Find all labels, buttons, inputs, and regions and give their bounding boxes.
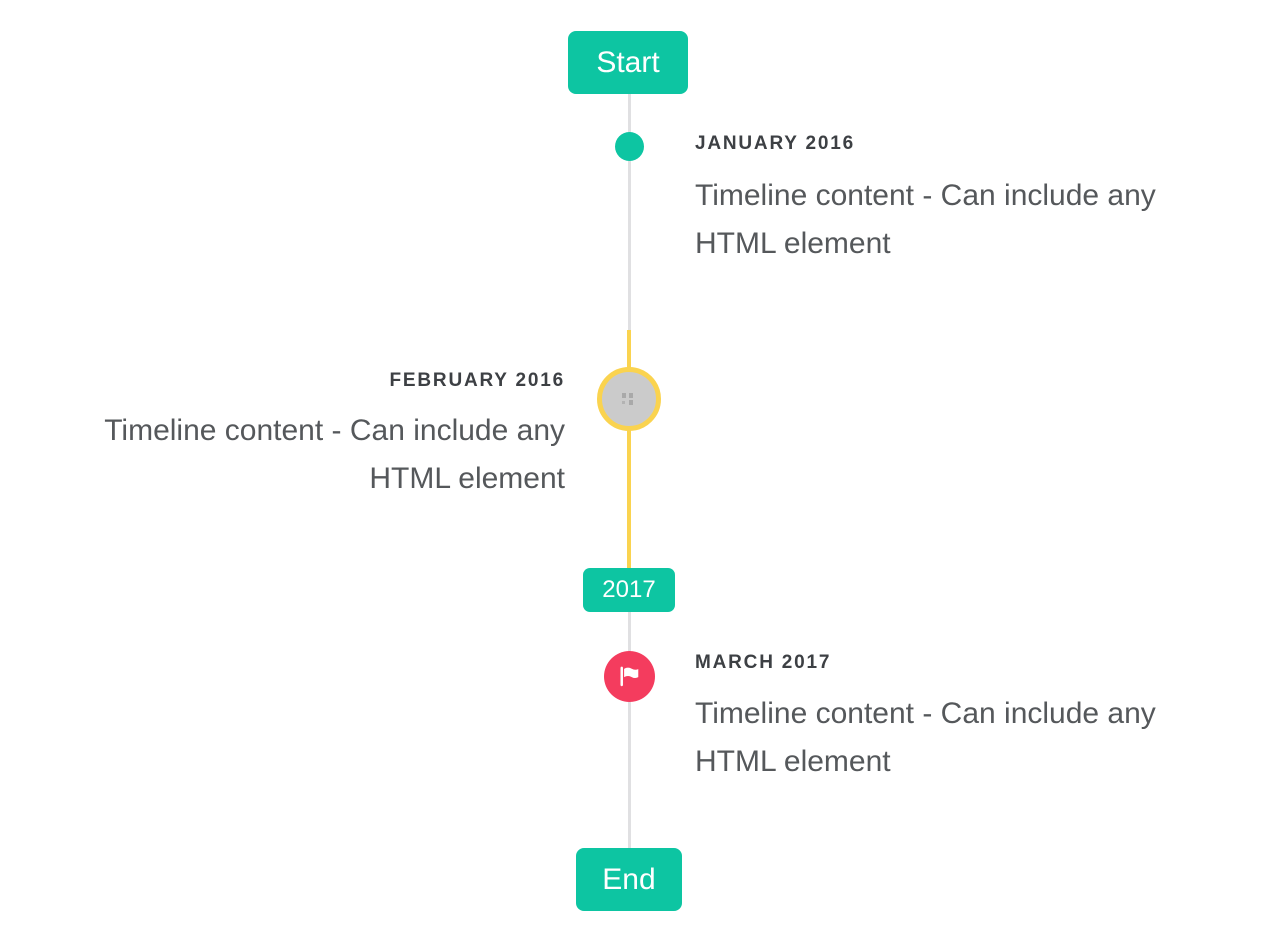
teal-dot-marker [615,132,644,161]
year-2017-badge: 2017 [583,568,675,612]
timeline-line-top-segment [628,93,631,330]
item-content-march-2017: Timeline content - Can include any HTML … [695,697,1156,778]
item-title-january-2016: JANUARY 2016 [695,133,855,154]
timeline-line-highlight-segment [627,330,631,568]
gray-circle-marker [597,367,661,431]
end-badge: End [576,848,682,911]
item-title-march-2017: MARCH 2017 [695,652,832,673]
flag-icon [620,666,639,687]
item-title-february-2016: FEBRUARY 2016 [389,370,565,391]
red-flag-marker [604,651,655,702]
timeline-line-bottom-segment [628,612,631,848]
item-content-february-2016: Timeline content - Can include any HTML … [104,414,565,495]
item-content-january-2016: Timeline content - Can include any HTML … [695,179,1156,260]
broken-image-icon [621,393,633,405]
start-badge: Start [568,31,688,94]
